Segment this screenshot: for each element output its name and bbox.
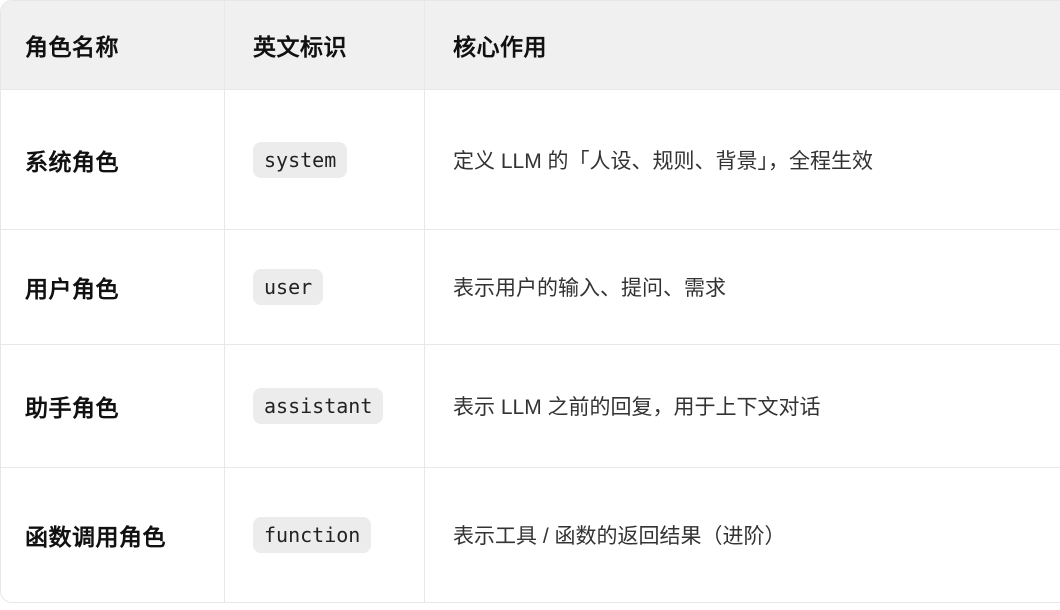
role-code-chip: function: [253, 517, 372, 553]
cell-role-name: 系统角色: [1, 90, 225, 229]
role-code-chip: assistant: [253, 388, 384, 424]
role-description: 定义 LLM 的「人设、规则、背景」，全程生效: [453, 149, 874, 173]
role-description: 表示 LLM 之前的回复，用于上下文对话: [453, 396, 821, 419]
table-row-system: 系统角色 system 定义 LLM 的「人设、规则、背景」，全程生效: [1, 89, 1060, 229]
cell-core-function: 表示 LLM 之前的回复，用于上下文对话: [425, 345, 1060, 467]
cell-core-function: 表示工具 / 函数的返回结果（进阶）: [425, 468, 1060, 602]
header-cell-english-id: 英文标识: [225, 1, 425, 89]
header-label-english-id: 英文标识: [253, 34, 347, 60]
cell-english-id: assistant: [225, 345, 425, 467]
table-row-assistant: 助手角色 assistant 表示 LLM 之前的回复，用于上下文对话: [1, 344, 1060, 467]
header-cell-role-name: 角色名称: [1, 1, 225, 89]
header-label-core-function: 核心作用: [453, 34, 547, 60]
cell-role-name: 用户角色: [1, 230, 225, 344]
role-code-chip: user: [253, 269, 324, 305]
cell-core-function: 定义 LLM 的「人设、规则、背景」，全程生效: [425, 90, 1060, 229]
header-cell-core-function: 核心作用: [425, 1, 1060, 89]
table-row-user: 用户角色 user 表示用户的输入、提问、需求: [1, 229, 1060, 344]
table-row-function: 函数调用角色 function 表示工具 / 函数的返回结果（进阶）: [1, 467, 1060, 602]
role-description: 表示工具 / 函数的返回结果（进阶）: [453, 525, 786, 548]
cell-english-id: function: [225, 468, 425, 602]
cell-english-id: system: [225, 90, 425, 229]
role-name-label: 函数调用角色: [25, 524, 166, 550]
role-name-label: 用户角色: [25, 276, 119, 302]
role-name-label: 系统角色: [25, 148, 119, 175]
header-label-role-name: 角色名称: [25, 34, 119, 60]
role-code-chip: system: [253, 141, 348, 178]
role-name-label: 助手角色: [25, 395, 119, 421]
cell-role-name: 助手角色: [1, 345, 225, 467]
cell-role-name: 函数调用角色: [1, 468, 225, 602]
cell-english-id: user: [225, 230, 425, 344]
role-description: 表示用户的输入、提问、需求: [453, 277, 726, 300]
cell-core-function: 表示用户的输入、提问、需求: [425, 230, 1060, 344]
table-header-row: 角色名称 英文标识 核心作用: [1, 1, 1060, 89]
